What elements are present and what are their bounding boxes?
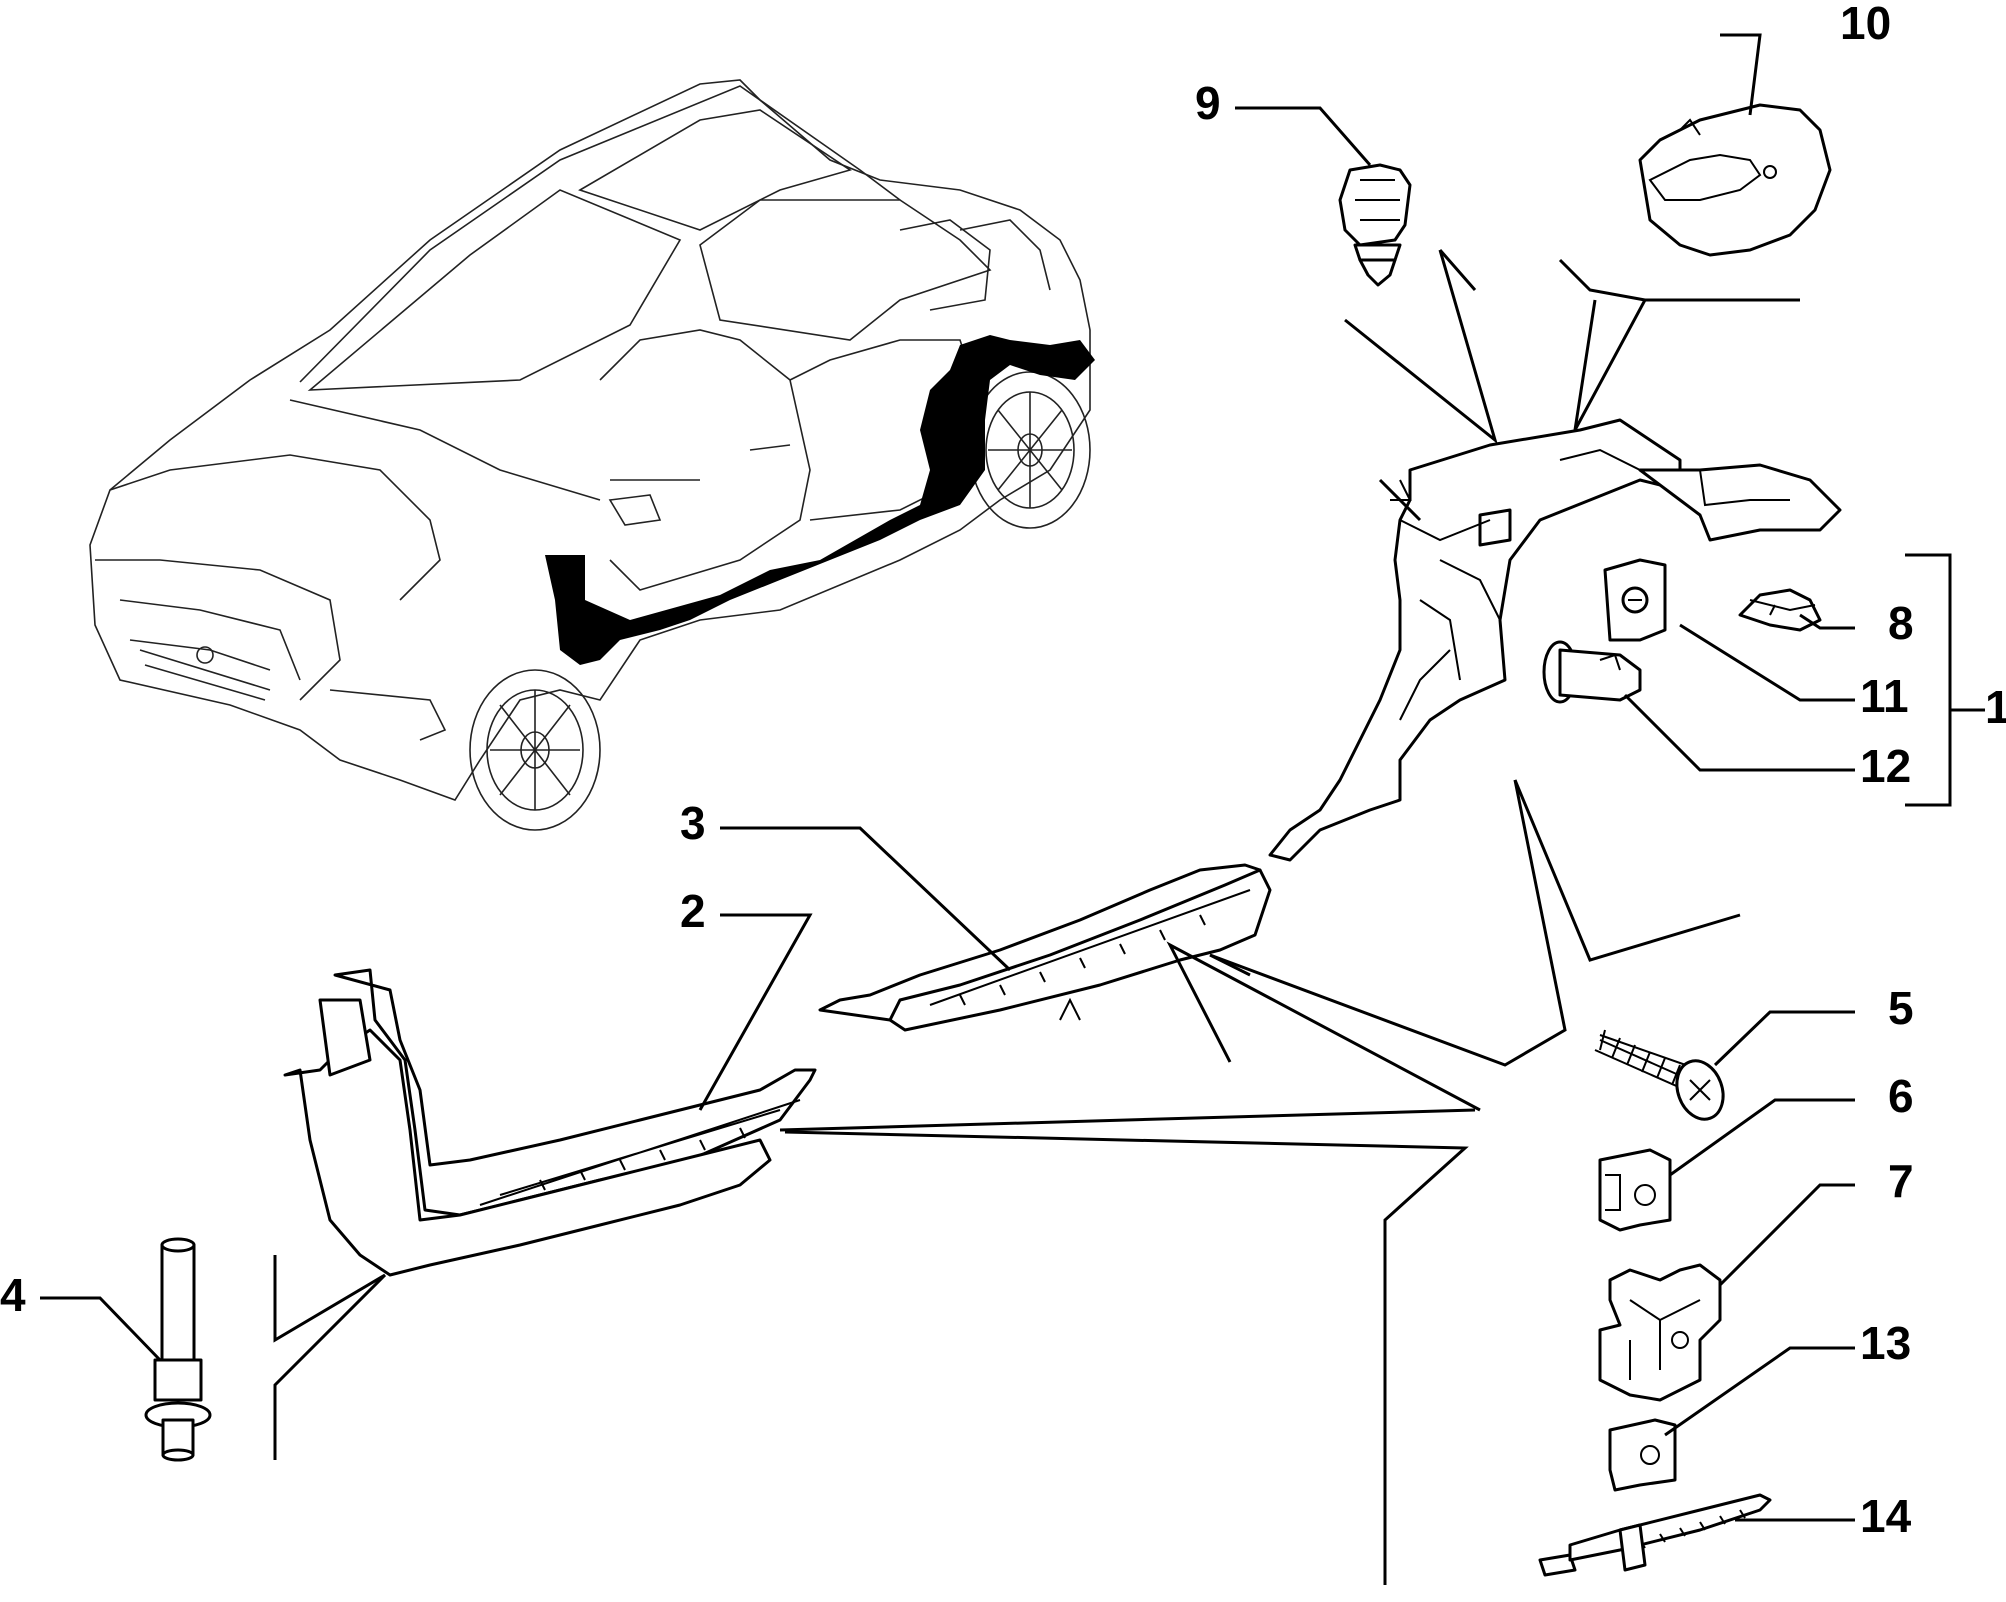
callout-6: 6 (1888, 1070, 1914, 1122)
leader-lines (40, 33, 1985, 1585)
callout-1: 1 (1985, 681, 2006, 733)
callout-9: 9 (1195, 77, 1221, 129)
car-overview-illustration (89, 79, 1095, 831)
part-6-clip-nut[interactable] (1598, 1148, 1672, 1232)
callout-14: 14 (1860, 1490, 1912, 1542)
part-2-sill-guide[interactable] (283, 968, 817, 1277)
callout-7: 7 (1888, 1155, 1914, 1207)
part-4-stud[interactable] (144, 1237, 212, 1462)
callout-12: 12 (1860, 740, 1912, 792)
part-1-trough[interactable] (1268, 418, 1842, 862)
callout-13: 13 (1860, 1317, 1912, 1369)
callout-3: 3 (680, 797, 706, 849)
callout-11: 11 (1860, 670, 1909, 722)
part-13-clip-nut[interactable] (1608, 1418, 1677, 1492)
part-12-grommet[interactable] (1542, 640, 1642, 704)
callout-2: 2 (680, 885, 706, 937)
harness-highlight (545, 335, 1095, 665)
part-10-cover[interactable] (1638, 103, 1832, 257)
part-9-push-clip[interactable] (1338, 163, 1412, 287)
part-8-clip[interactable] (1738, 588, 1822, 632)
part-11-square-nut[interactable] (1603, 558, 1667, 642)
part-3-sill-panel[interactable] (818, 863, 1272, 1032)
callout-10: 10 (1840, 0, 1892, 49)
callout-8: 8 (1888, 597, 1914, 649)
callout-4: 4 (0, 1269, 26, 1321)
callout-5: 5 (1888, 982, 1914, 1034)
part-7-bracket[interactable] (1598, 1263, 1722, 1402)
part-5-screw[interactable] (1594, 1029, 1731, 1126)
part-14-cable-tie[interactable] (1538, 1493, 1772, 1577)
